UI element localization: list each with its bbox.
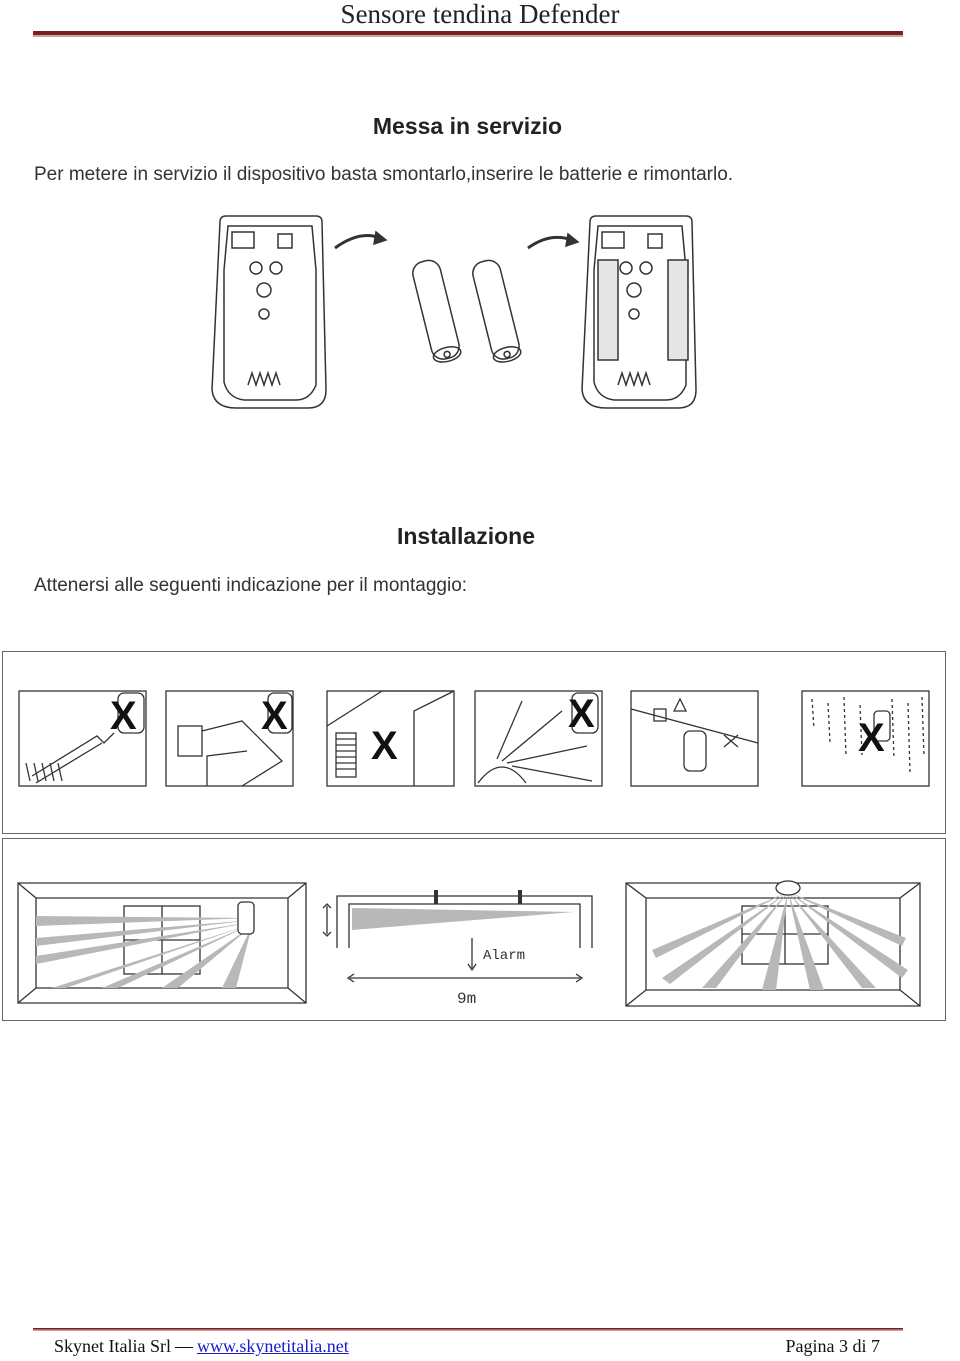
commissioning-instructions: Per metere in servizio il dispositivo ba… (34, 164, 734, 185)
battery-insertion-illustration (211, 215, 697, 409)
footer-rule (33, 1328, 903, 1331)
footer-company: Skynet Italia Srl (54, 1336, 171, 1356)
footer-left: Skynet Italia Srl www.skynetitalia.net (54, 1336, 349, 1357)
header-rule (33, 31, 903, 37)
distance-label: 9m (457, 990, 476, 1008)
page-footer: Skynet Italia Srl www.skynetitalia.net Pa… (54, 1336, 880, 1357)
forbidden-mark-sun: X (568, 692, 595, 736)
section-heading-installation: Installazione (396, 523, 536, 549)
heater-scene (18, 690, 147, 787)
footer-website-link[interactable]: www.skynetitalia.net (196, 1336, 349, 1356)
forbidden-mark-vent: X (371, 724, 398, 768)
section-heading-commissioning: Messa in servizio (372, 113, 563, 139)
document-header-title: Sensore tendina Defender (340, 0, 620, 29)
forbidden-mark-vibration: X (858, 716, 885, 760)
footer-dash (174, 1347, 193, 1349)
forbidden-mark-window: X (261, 694, 288, 738)
alarm-label: Alarm (483, 948, 525, 964)
detection-pattern-panel: Alarm 9m (2, 838, 946, 1021)
forbidden-mark-heater: X (110, 694, 137, 738)
forbidden-placements-panel: X X X X X (2, 651, 946, 834)
footer-page-number: Pagina 3 di 7 (785, 1336, 881, 1356)
installation-instructions: Attenersi alle seguenti indicazione per … (34, 575, 468, 596)
